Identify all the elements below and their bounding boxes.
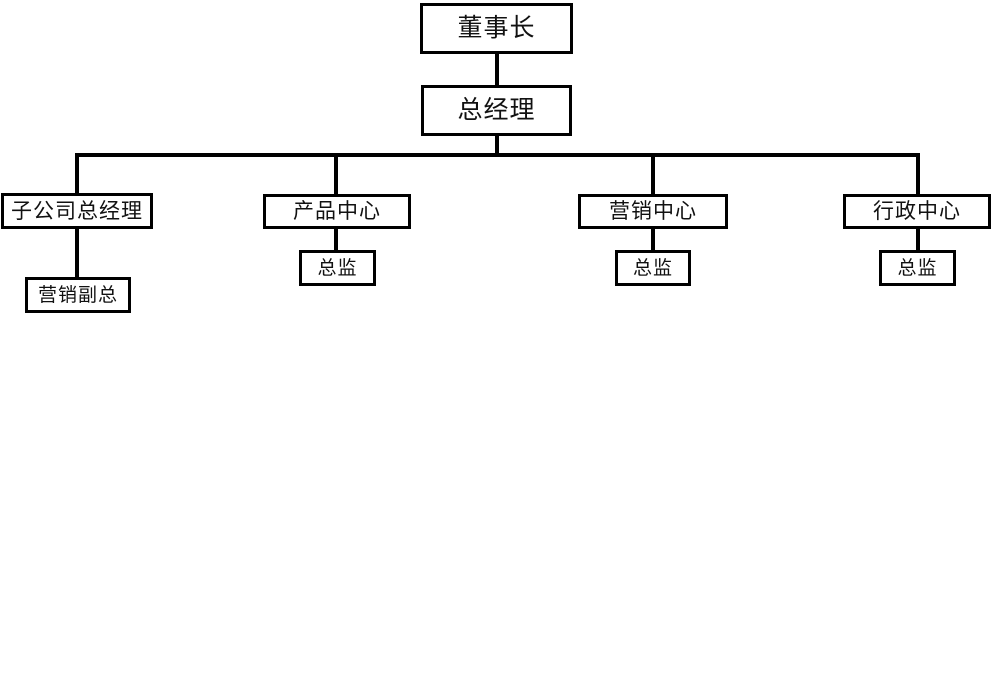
node-chairman-label: 董事长 — [457, 14, 536, 42]
connector-bus-to-marketing-center — [651, 153, 655, 196]
connector-admin-center-to-director — [916, 227, 920, 252]
node-director-product-label: 总监 — [317, 257, 358, 279]
node-admin-center[interactable]: 行政中心 — [843, 194, 991, 229]
connector-horizontal-bus — [77, 153, 918, 157]
node-admin-center-label: 行政中心 — [873, 200, 961, 223]
connector-bus-to-product-center — [334, 153, 338, 196]
connector-marketing-center-to-director — [651, 227, 655, 252]
node-sales-vice-president-label: 营销副总 — [37, 284, 118, 306]
node-subsidiary-general-manager[interactable]: 子公司总经理 — [1, 193, 153, 229]
node-product-center[interactable]: 产品中心 — [263, 194, 411, 229]
node-general-manager-label: 总经理 — [457, 96, 536, 124]
node-director-marketing[interactable]: 总监 — [615, 250, 691, 286]
connector-subsidiary-gm-to-sales-vp — [75, 227, 79, 279]
node-product-center-label: 产品中心 — [293, 200, 381, 223]
connector-product-center-to-director — [334, 227, 338, 252]
node-general-manager[interactable]: 总经理 — [421, 85, 572, 136]
node-director-product[interactable]: 总监 — [299, 250, 376, 286]
connector-chairman-to-gm — [495, 52, 499, 88]
connector-gm-to-bus — [495, 134, 499, 157]
connector-bus-to-subsidiary-gm — [75, 153, 79, 195]
connector-bus-to-admin-center — [916, 153, 920, 196]
node-chairman[interactable]: 董事长 — [420, 3, 573, 54]
node-marketing-center[interactable]: 营销中心 — [578, 194, 728, 229]
node-director-admin-label: 总监 — [897, 257, 938, 279]
node-director-admin[interactable]: 总监 — [879, 250, 956, 286]
node-subsidiary-general-manager-label: 子公司总经理 — [11, 199, 143, 223]
node-sales-vice-president[interactable]: 营销副总 — [25, 277, 131, 313]
node-director-marketing-label: 总监 — [632, 257, 673, 279]
node-marketing-center-label: 营销中心 — [609, 200, 697, 223]
